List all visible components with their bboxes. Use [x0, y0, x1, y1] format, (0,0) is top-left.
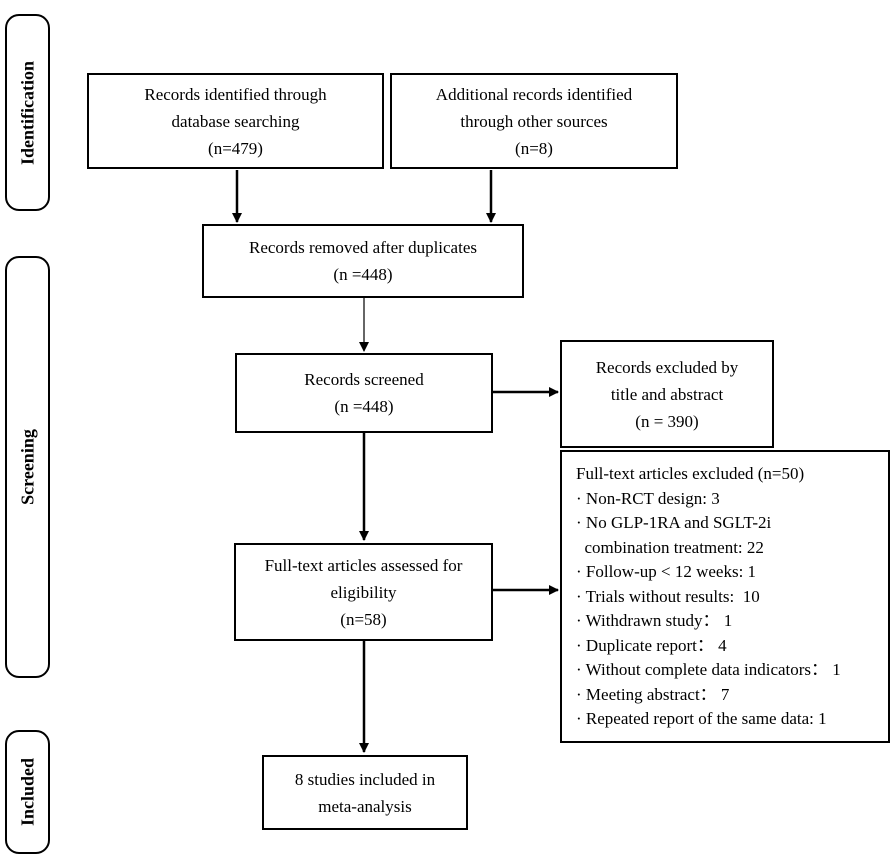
exclusion-reason: · Without complete data indicators： 1: [576, 660, 841, 679]
exclusion-reason: · Follow-up < 12 weeks: 1: [576, 562, 757, 581]
stage-identification: Identification: [5, 14, 50, 211]
stage-included: Included: [5, 730, 50, 854]
exclusion-reason: combination treatment: 22: [576, 537, 764, 557]
exclusion-reason: · No GLP-1RA and SGLT-2i: [576, 513, 772, 532]
database-count: (n=479): [208, 138, 263, 158]
other-sources-line-2: through other sources: [460, 111, 608, 131]
screened-label: Records screened: [304, 370, 424, 389]
other-sources-line-1: Additional records identified: [435, 84, 633, 104]
excluded-title-line-1: Records excluded by: [595, 357, 739, 377]
records-screened-box: Records screened (n =448): [235, 353, 493, 433]
studies-included-box: 8 studies included in meta-analysis: [262, 755, 468, 830]
full-text-line-1: Full-text articles assessed for: [264, 555, 463, 575]
excluded-title-abstract-box: Records excluded by title and abstract (…: [560, 340, 774, 448]
full-text-excluded-title: Full-text articles excluded (n=50): [576, 464, 805, 483]
excluded-title-line-2: title and abstract: [610, 384, 724, 404]
other-sources-box: Additional records identified through ot…: [390, 73, 678, 169]
database-line-2: database searching: [171, 111, 300, 131]
database-records-box: Records identified through database sear…: [87, 73, 384, 169]
stage-screening: Screening: [5, 256, 50, 678]
included-line-2: meta-analysis: [318, 796, 412, 816]
full-text-count: (n=58): [340, 609, 387, 629]
full-text-assessed-box: Full-text articles assessed for eligibil…: [234, 543, 493, 641]
full-text-line-2: eligibility: [330, 582, 397, 602]
excluded-title-count: (n = 390): [635, 411, 699, 431]
included-line-1: 8 studies included in: [294, 769, 436, 789]
other-sources-count: (n=8): [515, 138, 553, 158]
exclusion-reason: · Repeated report of the same data: 1: [576, 709, 827, 728]
exclusion-reason: · Non-RCT design: 3: [576, 488, 720, 508]
database-line-1: Records identified through: [144, 84, 327, 104]
duplicates-label: Records removed after duplicates: [249, 238, 477, 257]
exclusion-reason: · Duplicate report： 4: [576, 635, 727, 655]
full-text-excluded-box: Full-text articles excluded (n=50) · Non…: [560, 450, 890, 743]
duplicates-count: (n =448): [333, 265, 393, 284]
screened-count: (n =448): [334, 397, 394, 416]
exclusion-reason: · Meeting abstract： 7: [576, 684, 730, 704]
exclusion-reason: · Withdrawn study： 1: [576, 611, 733, 630]
exclusion-reason: · Trials without results: 10: [576, 586, 760, 606]
duplicates-removed-box: Records removed after duplicates (n =448…: [202, 224, 524, 298]
